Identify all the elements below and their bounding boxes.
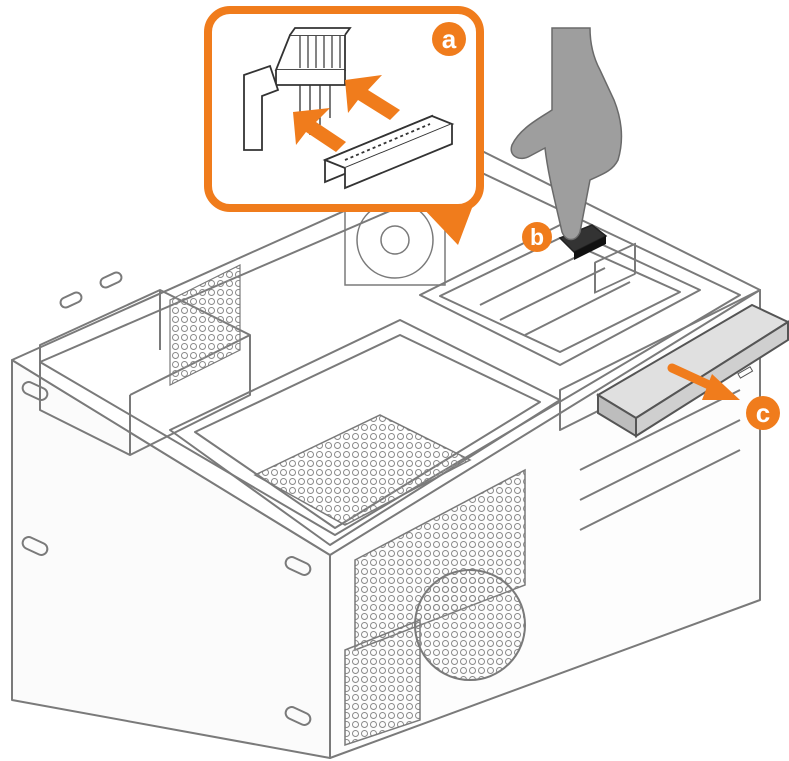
svg-text:b: b bbox=[530, 224, 544, 250]
callout-badge-c: c bbox=[746, 396, 780, 430]
callout-badge-a: a bbox=[432, 22, 466, 56]
svg-text:a: a bbox=[442, 24, 457, 54]
callout-badge-b: b bbox=[522, 222, 552, 252]
fan-grill bbox=[415, 570, 525, 680]
svg-text:c: c bbox=[756, 398, 770, 428]
